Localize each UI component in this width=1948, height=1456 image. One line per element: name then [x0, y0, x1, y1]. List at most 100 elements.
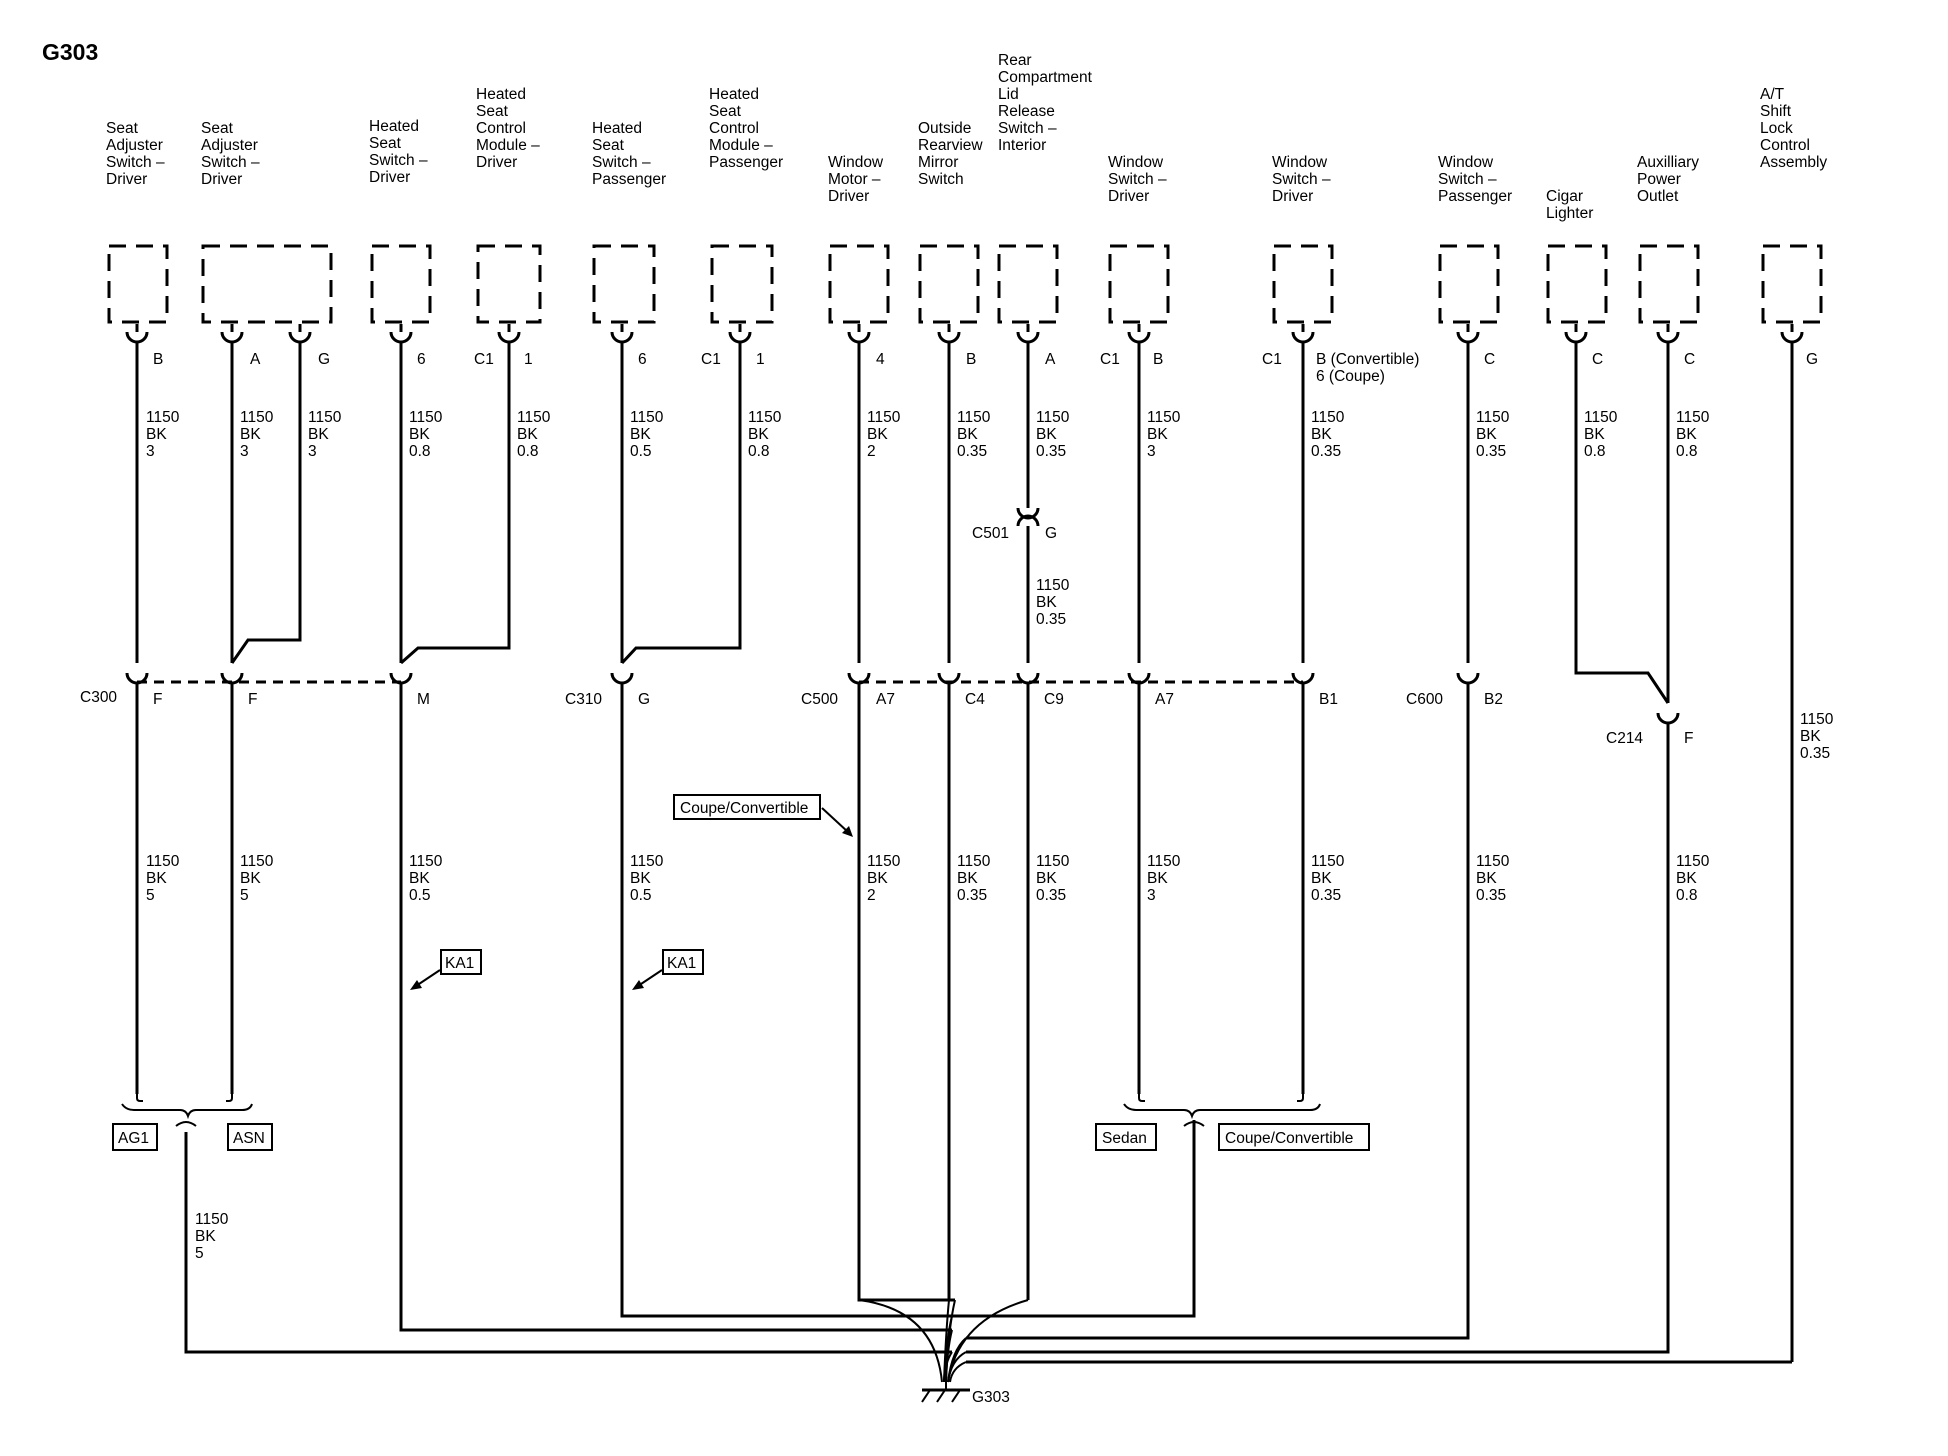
option-box	[673, 794, 821, 820]
wire-label-line: 0.35	[1036, 443, 1066, 460]
component-label-line: Driver	[828, 188, 869, 205]
pin-label: C	[1592, 351, 1603, 368]
component-label-line: Seat	[476, 103, 509, 120]
component-label-line: Seat	[106, 120, 139, 137]
component-label-line: Driver	[106, 171, 147, 188]
option-label: Coupe/Convertible	[1225, 1130, 1353, 1147]
component-box	[476, 244, 542, 324]
option-boxes: Coupe/Convertible KA1 KA1 AG1 ASN Sedan …	[112, 794, 1370, 1151]
pin-label: 1	[756, 351, 765, 368]
component-box	[1272, 244, 1334, 324]
terminal	[847, 324, 871, 344]
component-label-line: Switch –	[592, 154, 651, 171]
wire-label-line: BK	[1036, 594, 1057, 611]
wire-label-line: BK	[1584, 426, 1605, 443]
wire-label-line: BK	[1147, 870, 1168, 887]
component-box	[1761, 244, 1823, 324]
component-label-line: Heated	[476, 86, 526, 103]
wire-label-line: BK	[957, 870, 978, 887]
connector-name: C310	[565, 691, 602, 708]
wire-label-line: 5	[240, 887, 249, 904]
connector-pin: A7	[1155, 691, 1174, 708]
component-box	[592, 244, 656, 324]
wire-label-line: BK	[517, 426, 538, 443]
wire-label-line: 1150	[409, 409, 443, 426]
wire-label-line: BK	[1036, 870, 1057, 887]
wire-label-line: 1150	[146, 853, 180, 870]
connector-name: C214	[1606, 730, 1643, 747]
pin-label: C	[1484, 351, 1495, 368]
wire-label-line: 1150	[1147, 853, 1181, 870]
wire	[184, 1132, 952, 1354]
wire-label-line: BK	[240, 870, 261, 887]
component-label-line: Motor –	[828, 171, 881, 188]
wire-label-line: 0.5	[630, 887, 652, 904]
wire-label-line: 3	[1147, 443, 1156, 460]
component-label-line: Passenger	[709, 154, 783, 171]
component-label-line: Passenger	[592, 171, 666, 188]
component-label-line: Driver	[476, 154, 517, 171]
pin-label: G	[1806, 351, 1818, 368]
wire-label-line: 1150	[146, 409, 180, 426]
wire-label-line: 1150	[1311, 409, 1345, 426]
wire	[620, 692, 1196, 1318]
component-box	[918, 244, 980, 324]
pin-label: 6 (Coupe)	[1316, 368, 1385, 385]
inline-terminal	[937, 672, 961, 692]
wire-label-line: 0.8	[1676, 887, 1698, 904]
pin-label: A	[1045, 351, 1056, 368]
pin-label: B	[966, 351, 976, 368]
inline-terminal	[389, 672, 413, 692]
pin-label: C1	[474, 351, 494, 368]
wire-label-line: BK	[146, 870, 167, 887]
option-label: AG1	[118, 1130, 149, 1147]
wire-label-line: 3	[1147, 887, 1156, 904]
terminal	[288, 324, 312, 344]
component-label-line: Control	[709, 120, 759, 137]
wire-label-line: 1150	[1476, 409, 1510, 426]
wire-label-line: 0.35	[1476, 887, 1506, 904]
wire-label-line: BK	[1036, 426, 1057, 443]
pin-label: A	[250, 351, 261, 368]
connector-pin: C9	[1044, 691, 1064, 708]
component-label-line: Driver	[201, 171, 242, 188]
component-boxes	[107, 244, 1823, 324]
lower-wires	[135, 692, 1792, 1364]
wire	[966, 692, 1470, 1340]
wire-label-line: 1150	[195, 1211, 229, 1228]
wire-label-line: 3	[308, 443, 317, 460]
connector-pin: G	[1045, 525, 1057, 542]
wire-label-line: 0.5	[409, 887, 431, 904]
wire-label-line: 1150	[240, 853, 274, 870]
wire-label-line: 1150	[1311, 853, 1345, 870]
wire-label-line: 0.8	[409, 443, 431, 460]
wire-label-line: 1150	[409, 853, 443, 870]
wire-label-line: BK	[409, 426, 430, 443]
wire-label-line: 1150	[1676, 409, 1710, 426]
component-terminals	[125, 324, 1804, 344]
option-box	[227, 1123, 273, 1151]
ground-convergence	[186, 1299, 1029, 1383]
wire-label-line: 1150	[1584, 409, 1618, 426]
component-label-line: Outlet	[1637, 188, 1679, 205]
wire-label-line: 0.8	[1584, 443, 1606, 460]
component-label-line: Compartment	[998, 69, 1093, 86]
terminal	[1291, 324, 1315, 344]
component-box	[828, 244, 890, 324]
wire-label-line: 0.8	[748, 443, 770, 460]
